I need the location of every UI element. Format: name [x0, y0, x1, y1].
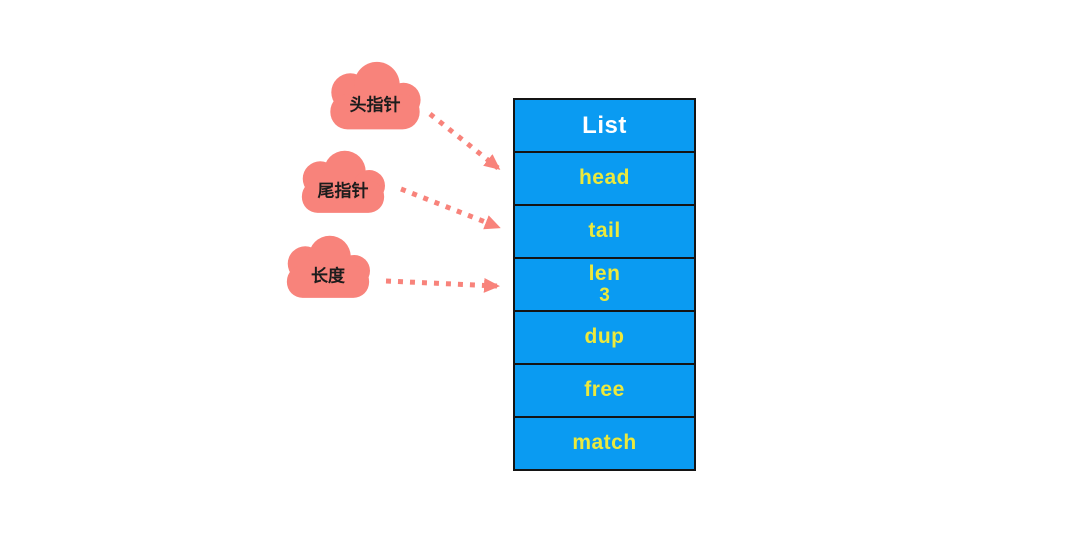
- cloud-tail-pointer-label: 尾指针: [317, 181, 369, 201]
- list-row-match: match: [515, 418, 694, 469]
- cloud-head-pointer: 头指针: [318, 60, 432, 136]
- cloud-icon: [301, 150, 385, 213]
- list-row-dup-label: dup: [584, 325, 625, 349]
- arrow-tail-pointer: [400, 186, 501, 230]
- list-row-free-label: free: [584, 378, 625, 402]
- cloud-length-label: 长度: [311, 266, 345, 286]
- list-title-label: List: [582, 111, 627, 139]
- list-row-len: len 3: [515, 259, 694, 312]
- list-row-dup: dup: [515, 312, 694, 365]
- list-row-head: head: [515, 153, 694, 206]
- list-row-len-value: 3: [599, 285, 610, 307]
- cloud-tail-pointer: 尾指针: [287, 149, 399, 219]
- list-row-tail-label: tail: [588, 219, 621, 243]
- cloud-head-pointer-label: 头指针: [349, 95, 401, 115]
- list-row-len-label: len: [588, 262, 621, 285]
- list-structure-table: List head tail len 3 dup free match: [513, 98, 696, 471]
- list-row-free: free: [515, 365, 694, 418]
- list-row-head-label: head: [578, 166, 630, 190]
- list-row-title: List: [515, 100, 694, 153]
- arrow-head-pointer: [428, 112, 501, 170]
- list-row-match-label: match: [572, 431, 637, 455]
- list-row-tail: tail: [515, 206, 694, 259]
- cloud-length: 长度: [275, 234, 381, 304]
- cloud-icon: [330, 61, 421, 130]
- cloud-icon: [286, 235, 370, 298]
- arrow-length-pointer: [385, 277, 500, 293]
